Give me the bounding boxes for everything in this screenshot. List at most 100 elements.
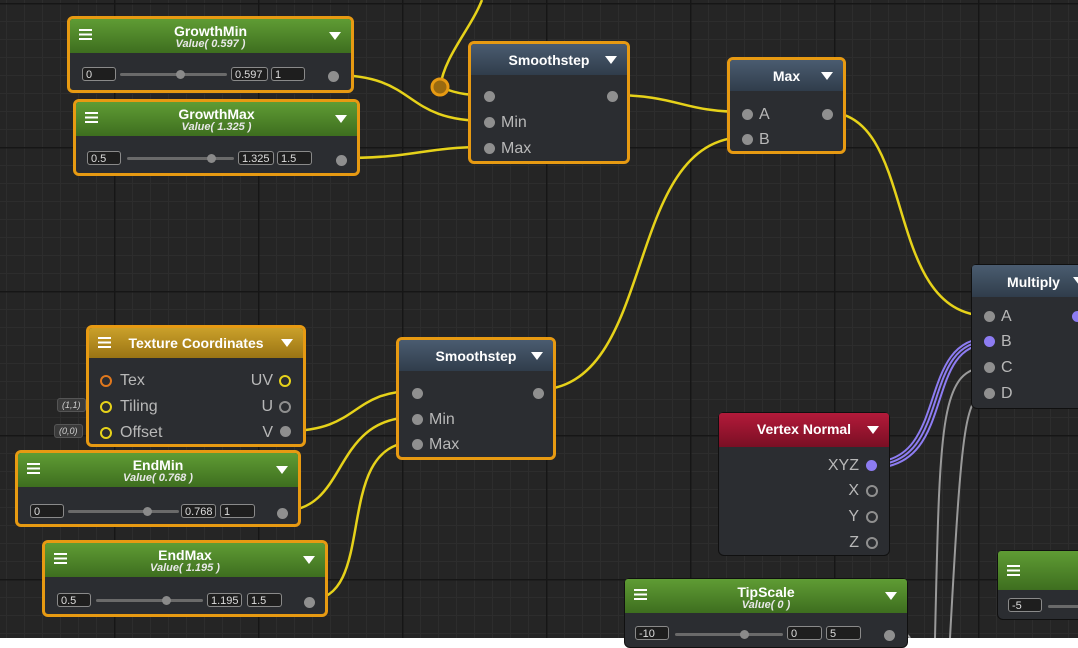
hamburger-icon[interactable] (634, 589, 647, 600)
min-field[interactable]: -5 (1008, 598, 1042, 612)
tiling-default-chip[interactable]: (1,1) (57, 398, 86, 412)
hamburger-icon[interactable] (79, 29, 92, 40)
input-port-value[interactable] (412, 388, 423, 399)
input-port-b[interactable] (742, 134, 753, 145)
chevron-down-icon[interactable] (281, 339, 293, 347)
input-port-b[interactable] (984, 336, 995, 347)
output-port[interactable] (1072, 311, 1078, 322)
value-slider[interactable] (96, 599, 203, 602)
output-port[interactable] (304, 597, 315, 608)
slider-thumb[interactable] (176, 70, 185, 79)
endmin-node[interactable]: EndMin Value( 0.768 ) 0 0.768 1 (15, 450, 301, 527)
chevron-down-icon[interactable] (821, 72, 833, 80)
tipscale-header[interactable]: TipScale Value( 0 ) (625, 579, 907, 613)
value-slider[interactable] (127, 157, 234, 160)
output-port[interactable] (533, 388, 544, 399)
slider-thumb[interactable] (162, 596, 171, 605)
value-field[interactable]: 1.195 (207, 593, 242, 607)
slider-thumb[interactable] (207, 154, 216, 163)
vertex-normal-node[interactable]: Vertex Normal XYZ X Y Z (718, 412, 890, 556)
smoothstep-node-top[interactable]: Smoothstep Min Max (468, 41, 630, 164)
input-port-d[interactable] (984, 388, 995, 399)
value-slider[interactable] (120, 73, 227, 76)
growthmin-node[interactable]: GrowthMin Value( 0.597 ) 0 0.597 1 (67, 16, 354, 93)
texture-coordinates-node[interactable]: Texture Coordinates Tex Tiling Offset UV… (86, 325, 306, 447)
wire-smoothstep2-to-max-b (535, 135, 747, 392)
value-field[interactable]: 0.597 (231, 67, 268, 81)
chevron-down-icon[interactable] (867, 426, 879, 434)
max-field[interactable]: 1.5 (277, 151, 312, 165)
input-port-a[interactable] (742, 109, 753, 120)
input-port-max[interactable] (484, 143, 495, 154)
output-port-uv[interactable] (279, 375, 291, 387)
min-field[interactable]: 0 (82, 67, 116, 81)
output-port[interactable] (277, 508, 288, 519)
min-field[interactable]: 0.5 (57, 593, 91, 607)
value-slider[interactable] (1048, 605, 1078, 608)
min-field[interactable]: 0.5 (87, 151, 121, 165)
value-slider[interactable] (68, 510, 179, 513)
min-field[interactable]: 0 (30, 504, 64, 518)
output-port-u[interactable] (279, 401, 291, 413)
multiply-node[interactable]: Multiply A B C D (971, 264, 1078, 409)
output-port-v[interactable] (280, 426, 291, 437)
growthmax-node[interactable]: GrowthMax Value( 1.325 ) 0.5 1.325 1.5 (73, 99, 360, 176)
chevron-down-icon[interactable] (329, 32, 341, 40)
max-field[interactable]: 1 (220, 504, 255, 518)
output-port-xyz[interactable] (866, 460, 877, 471)
value-slider[interactable] (675, 633, 783, 636)
slider-thumb[interactable] (740, 630, 749, 639)
endmax-header[interactable]: EndMax Value( 1.195 ) (45, 543, 325, 577)
partial-property-node[interactable]: -5 (997, 550, 1078, 620)
endmax-node[interactable]: EndMax Value( 1.195 ) 0.5 1.195 1.5 (42, 540, 328, 617)
output-port-y[interactable] (866, 511, 878, 523)
offset-default-chip[interactable]: (0,0) (54, 424, 83, 438)
chevron-down-icon[interactable] (335, 115, 347, 123)
input-port-max[interactable] (412, 439, 423, 450)
output-port[interactable] (884, 630, 895, 641)
chevron-down-icon[interactable] (1073, 277, 1078, 285)
chevron-down-icon[interactable] (605, 56, 617, 64)
chevron-down-icon[interactable] (885, 592, 897, 600)
growthmin-header[interactable]: GrowthMin Value( 0.597 ) (70, 19, 351, 53)
input-port-tex[interactable] (100, 375, 112, 387)
hamburger-icon[interactable] (85, 112, 98, 123)
min-field[interactable]: -10 (635, 626, 669, 640)
growthmax-header[interactable]: GrowthMax Value( 1.325 ) (76, 102, 357, 136)
output-port-x[interactable] (866, 485, 878, 497)
chevron-down-icon[interactable] (276, 466, 288, 474)
chevron-down-icon[interactable] (303, 556, 315, 564)
chevron-down-icon[interactable] (531, 352, 543, 360)
hamburger-icon[interactable] (98, 337, 111, 348)
smoothstep-header[interactable]: Smoothstep (399, 340, 553, 371)
vertex-normal-header[interactable]: Vertex Normal (719, 413, 889, 447)
smoothstep-header[interactable]: Smoothstep (471, 44, 627, 75)
output-port[interactable] (607, 91, 618, 102)
input-port-c[interactable] (984, 362, 995, 373)
hamburger-icon[interactable] (1007, 565, 1020, 576)
input-port-min[interactable] (484, 117, 495, 128)
input-port-offset[interactable] (100, 427, 112, 439)
endmin-header[interactable]: EndMin Value( 0.768 ) (18, 453, 298, 487)
max-field[interactable]: 1.5 (247, 593, 282, 607)
input-port-min[interactable] (412, 414, 423, 425)
partial-node-header[interactable] (998, 551, 1078, 590)
input-port-tiling[interactable] (100, 401, 112, 413)
output-port-z[interactable] (866, 537, 878, 549)
input-port-a[interactable] (984, 311, 995, 322)
multiply-header[interactable]: Multiply (972, 265, 1078, 297)
value-field[interactable]: 0.768 (181, 504, 216, 518)
output-port[interactable] (822, 109, 833, 120)
smoothstep-node-bottom[interactable]: Smoothstep Min Max (396, 337, 556, 460)
hamburger-icon[interactable] (27, 463, 40, 474)
texture-coordinates-header[interactable]: Texture Coordinates (89, 328, 303, 358)
max-field[interactable]: 1 (271, 67, 305, 81)
output-port[interactable] (328, 71, 339, 82)
max-node[interactable]: Max A B (727, 57, 846, 154)
max-header[interactable]: Max (730, 60, 843, 91)
output-port[interactable] (336, 155, 347, 166)
input-port-value[interactable] (484, 91, 495, 102)
value-field[interactable]: 1.325 (238, 151, 274, 165)
slider-thumb[interactable] (143, 507, 152, 516)
hamburger-icon[interactable] (54, 553, 67, 564)
